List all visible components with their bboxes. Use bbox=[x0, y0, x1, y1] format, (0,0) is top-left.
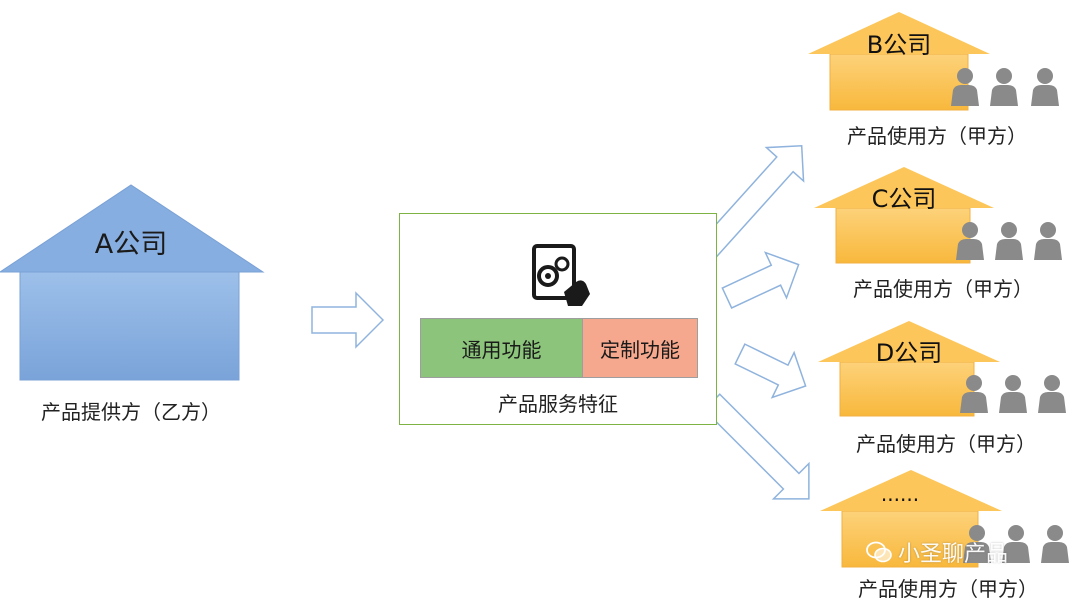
client-name: B公司 bbox=[866, 31, 932, 59]
provider-name: A公司 bbox=[94, 229, 168, 260]
client-house-b bbox=[808, 12, 990, 111]
arrow-to-client-more bbox=[703, 393, 810, 500]
client-name: D公司 bbox=[875, 339, 943, 367]
general-feature: 通用功能 bbox=[421, 319, 583, 377]
client-role: 产品使用方（甲方） bbox=[847, 124, 1027, 148]
people-icon bbox=[960, 375, 1066, 413]
arrow-to-client-b bbox=[696, 144, 805, 261]
people-icon bbox=[956, 222, 1062, 260]
custom-feature: 定制功能 bbox=[583, 319, 697, 377]
arrow-to-client-c bbox=[721, 251, 800, 309]
client-house-d bbox=[818, 321, 1000, 417]
feature-bar: 通用功能 定制功能 bbox=[420, 318, 698, 378]
arrow-to-service bbox=[311, 291, 385, 349]
provider-role: 产品提供方（乙方） bbox=[41, 400, 221, 424]
watermark: 小圣聊产品 bbox=[866, 536, 1008, 568]
client-house-more bbox=[820, 470, 1002, 568]
client-name: C公司 bbox=[871, 185, 937, 213]
client-role: 产品使用方（甲方） bbox=[856, 432, 1036, 456]
provider-house bbox=[0, 184, 265, 381]
service-caption: 产品服务特征 bbox=[498, 392, 618, 416]
arrow-to-client-d bbox=[734, 343, 807, 399]
service-panel: 通用功能 定制功能 产品服务特征 bbox=[399, 213, 717, 425]
watermark-text: 小圣聊产品 bbox=[898, 542, 1009, 567]
client-role: 产品使用方（甲方） bbox=[853, 277, 1033, 301]
client-name: ...... bbox=[880, 482, 920, 506]
people-icon bbox=[951, 68, 1059, 106]
settings-tablet-icon bbox=[532, 244, 590, 306]
wechat-icon bbox=[866, 541, 892, 563]
client-role: 产品使用方（甲方） bbox=[858, 577, 1038, 601]
client-house-c bbox=[814, 167, 994, 264]
